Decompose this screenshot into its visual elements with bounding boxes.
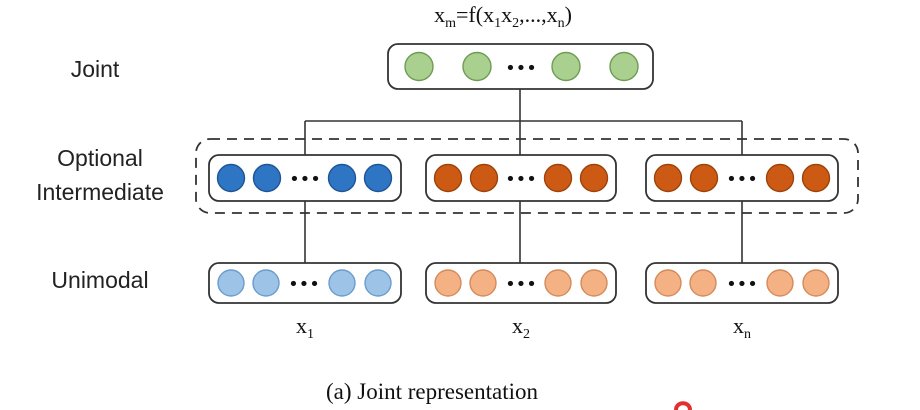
joint-box bbox=[387, 43, 654, 90]
joint-ellipsis: ••• bbox=[505, 58, 537, 79]
input-label-1: x1 bbox=[296, 313, 314, 342]
intermediate-unit bbox=[252, 163, 282, 193]
joint-node-group: ••• bbox=[387, 43, 654, 90]
layer-label-joint: Joint bbox=[71, 56, 120, 82]
unimodal-unit bbox=[252, 269, 280, 297]
intermediate-node-1: ••• bbox=[208, 154, 402, 202]
joint-unit bbox=[551, 51, 581, 82]
input-label-2: x2 bbox=[512, 313, 530, 342]
unimodal-unit bbox=[689, 269, 717, 297]
intermediate-ellipsis-3: ••• bbox=[726, 169, 758, 190]
joint-formula: xm=f(x1x2,...,xn) bbox=[434, 2, 572, 31]
unimodal-node-1: ••• bbox=[208, 262, 402, 304]
intermediate-ellipsis-2: ••• bbox=[505, 169, 537, 190]
unimodal-unit bbox=[217, 269, 245, 297]
intermediate-box-2 bbox=[425, 154, 617, 202]
figure-caption: (a) Joint representation bbox=[326, 379, 539, 404]
intermediate-unit bbox=[363, 163, 393, 193]
unimodal-unit bbox=[654, 269, 682, 297]
unimodal-ellipsis-2: ••• bbox=[505, 274, 537, 295]
unimodal-node-3: ••• bbox=[645, 262, 839, 304]
intermediate-unit bbox=[579, 163, 609, 193]
intermediate-ellipsis-1: ••• bbox=[289, 169, 321, 190]
intermediate-box-1 bbox=[208, 154, 402, 202]
joint-unit bbox=[404, 51, 434, 82]
layer-label-intermediate: Intermediate bbox=[36, 179, 164, 205]
joint-unit bbox=[462, 51, 492, 82]
intermediate-box-3 bbox=[645, 154, 839, 202]
unimodal-unit bbox=[766, 269, 794, 297]
intermediate-unit bbox=[765, 163, 795, 193]
intermediate-unit bbox=[327, 163, 357, 193]
unimodal-box-2 bbox=[425, 262, 617, 304]
input-label-n: xn bbox=[733, 313, 751, 342]
optional-intermediate-region bbox=[195, 138, 859, 214]
intermediate-node-3: ••• bbox=[645, 154, 839, 202]
unimodal-ellipsis-1: ••• bbox=[288, 274, 320, 295]
intermediate-node-2: ••• bbox=[425, 154, 617, 202]
layer-label-optional: Optional bbox=[57, 145, 143, 171]
intermediate-unit bbox=[469, 163, 499, 193]
layer-label-unimodal: Unimodal bbox=[51, 267, 148, 293]
intermediate-unit bbox=[216, 163, 246, 193]
intermediate-unit bbox=[433, 163, 463, 193]
unimodal-unit bbox=[544, 269, 572, 297]
unimodal-unit bbox=[469, 269, 497, 297]
unimodal-unit bbox=[434, 269, 462, 297]
intermediate-unit bbox=[689, 163, 719, 193]
unimodal-unit bbox=[364, 269, 392, 297]
unimodal-unit bbox=[328, 269, 356, 297]
intermediate-unit bbox=[801, 163, 831, 193]
unimodal-unit bbox=[580, 269, 608, 297]
unimodal-ellipsis-3: ••• bbox=[726, 274, 758, 295]
unimodal-node-2: ••• bbox=[425, 262, 617, 304]
red-cursor-mark bbox=[674, 401, 692, 410]
intermediate-unit bbox=[543, 163, 573, 193]
joint-unit bbox=[609, 51, 639, 82]
intermediate-unit bbox=[653, 163, 683, 193]
unimodal-unit bbox=[802, 269, 830, 297]
